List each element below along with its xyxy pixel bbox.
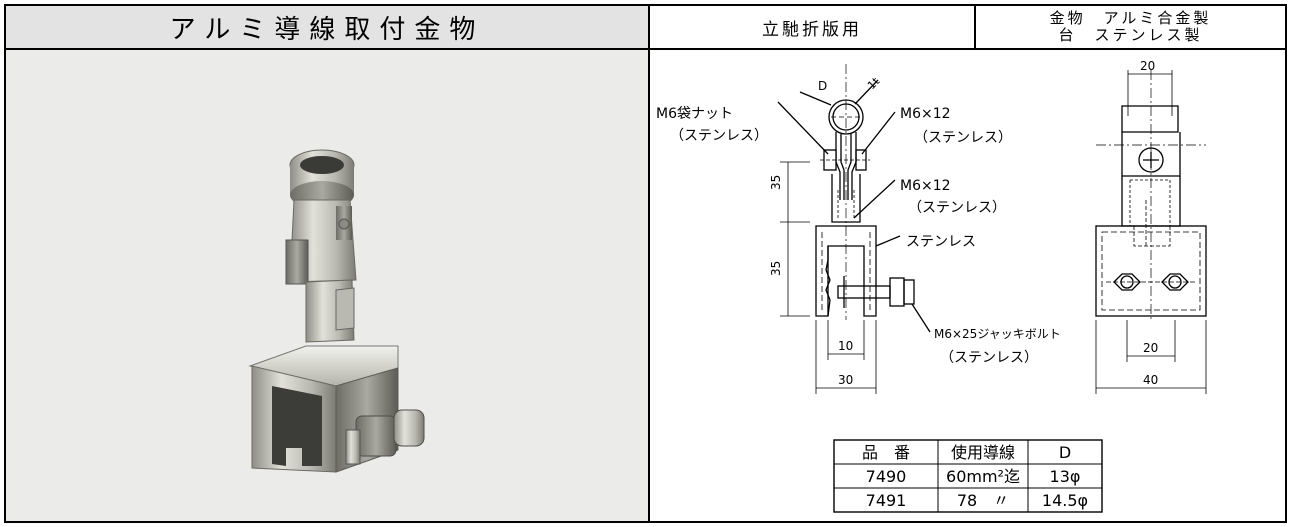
table-cell: 7491 — [866, 491, 907, 510]
roof-type-label: 立馳折版用 — [650, 6, 976, 50]
material-spec: 金物 アルミ合金製 台 ステンレス製 — [976, 6, 1285, 50]
dim-20-bottom: 20 — [1143, 341, 1158, 355]
dimension-drawing: D 1t M6袋ナット （ステンレス） M6×12 （ステンレス） M6×12 … — [656, 59, 1207, 513]
jack-bolt-material: （ステンレス） — [940, 350, 1038, 366]
product-photo — [6, 50, 650, 521]
dim-10: 10 — [838, 339, 853, 353]
product-title: アルミ導線取付金物 — [6, 6, 650, 50]
nut-material: （ステンレス） — [670, 128, 768, 144]
material-line-2: 台 ステンレス製 — [1058, 26, 1203, 44]
table-cell: 14.5φ — [1042, 491, 1088, 510]
table-header-conductor: 使用導線 — [951, 443, 1015, 462]
product-render — [248, 149, 425, 473]
dim-35-upper: 35 — [769, 175, 783, 190]
bolt2-material: （ステンレス） — [908, 200, 1006, 216]
material-line-1: 金物 アルミ合金製 — [1049, 9, 1212, 27]
bolt2-label: M6×12 — [900, 178, 951, 194]
spec-sheet: アルミ導線取付金物 立馳折版用 金物 アルミ合金製 台 ステンレス製 — [4, 4, 1287, 523]
table-cell: 60mm²迄 — [946, 467, 1020, 486]
dim-35-lower: 35 — [769, 261, 783, 276]
dim-30: 30 — [838, 373, 853, 387]
dim-1t-label: 1t — [865, 74, 883, 92]
table-header-part-no: 品 番 — [862, 443, 910, 462]
base-material-label: ステンレス — [906, 234, 976, 250]
spec-table: 品 番 使用導線 D 7490 60mm²迄 13φ 7491 78 〃 14.… — [833, 439, 1103, 513]
dim-d-label: D — [818, 79, 827, 93]
table-cell: 7490 — [866, 467, 907, 486]
jack-bolt-label: M6×25ジャッキボルト — [934, 327, 1061, 341]
dim-40: 40 — [1143, 373, 1158, 387]
dim-20-top: 20 — [1140, 59, 1155, 73]
table-cell: 78 〃 — [957, 491, 1009, 510]
bolt1-material: （ステンレス） — [914, 130, 1012, 146]
table-cell: 13φ — [1050, 467, 1081, 486]
nut-label: M6袋ナット — [656, 106, 733, 122]
technical-drawing: D 1t M6袋ナット （ステンレス） M6×12 （ステンレス） M6×12 … — [650, 50, 1285, 521]
table-header-d: D — [1059, 443, 1071, 462]
bolt1-label: M6×12 — [900, 106, 951, 122]
